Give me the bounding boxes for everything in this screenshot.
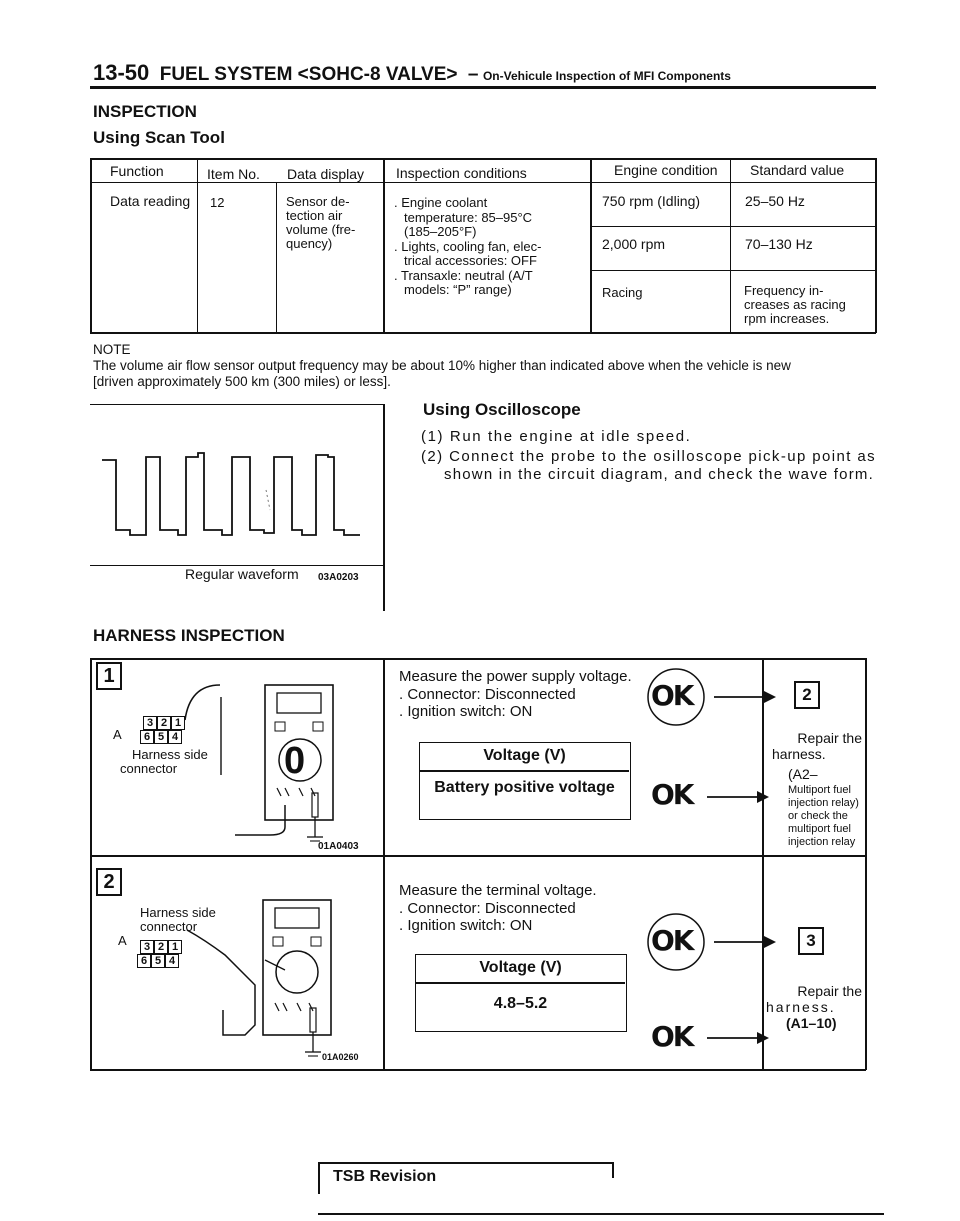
step-2-conditions: . Connector: Disconnected . Ignition swi…	[399, 900, 576, 934]
oscilloscope-heading: Using Oscilloscope	[423, 400, 581, 419]
step-1-diagram	[184, 684, 334, 842]
arrow-right-icon	[714, 936, 776, 948]
page-number: 13-50	[93, 60, 150, 85]
col-data-display: Data display	[287, 166, 365, 182]
step-1-ng-label: OK	[651, 778, 694, 811]
header-rule	[90, 86, 876, 89]
step-1-voltage-table: Voltage (V) Battery positive voltage	[419, 742, 631, 820]
oscilloscope-step-2: (2) Connect the probe to the osilloscope…	[421, 448, 877, 465]
arrow-right-icon	[707, 1032, 769, 1044]
ok-circle-icon-2	[647, 913, 705, 971]
step-1-ok-label: OK	[651, 679, 694, 712]
cell-conditions: . Engine coolant temperature: 85–95°C (1…	[394, 195, 542, 297]
step-2-voltage-table: Voltage (V) 4.8–5.2	[415, 954, 627, 1032]
col-function: Function	[110, 163, 164, 179]
cell-engine-idle: 750 rpm (Idling)	[602, 193, 701, 209]
inspection-heading: INSPECTION	[93, 102, 197, 121]
harness-side-label-1: Harness side connector	[120, 747, 208, 776]
col-item-no: Item No.	[207, 166, 260, 182]
step-2-label: 2	[96, 868, 122, 896]
ok-circle-icon-1	[647, 668, 705, 726]
step-1-label: 1	[96, 662, 122, 690]
footer-rule	[318, 1213, 884, 1215]
connector-pins-2: 3 2 1 6 5 4	[137, 940, 182, 968]
waveform-figure-code: 03A0203	[318, 572, 359, 583]
next-step-2-box: 2	[794, 681, 820, 709]
page-subtitle: On-Vehicule Inspection of MFI Components	[482, 69, 731, 83]
meter-needle-mark: 0	[284, 740, 306, 782]
tsb-box-right	[612, 1162, 614, 1178]
col-engine-condition: Engine condition	[614, 162, 718, 178]
oscilloscope-step-2-cont: shown in the circuit diagram, and check …	[444, 466, 874, 483]
cell-value-racing: Frequency in- creases as racing rpm incr…	[744, 283, 846, 326]
cell-data-display: Sensor de- tection air volume (fre- quen…	[286, 194, 356, 251]
step-1-voltage-header: Voltage (V)	[483, 747, 566, 764]
oscilloscope-step-1: (1) Run the engine at idle speed.	[421, 428, 692, 445]
cell-item-no: 12	[210, 195, 225, 210]
waveform-caption: Regular waveform	[185, 566, 299, 582]
harness-heading: HARNESS INSPECTION	[93, 626, 285, 645]
step-2-ng-action: Repair the harness. (A1–10)	[766, 983, 862, 1031]
step-2-ok-label: OK	[651, 924, 694, 957]
harness-side-label-2: Harness side connector	[140, 905, 216, 934]
cell-value-idle: 25–50 Hz	[745, 193, 805, 209]
tsb-revision-label: TSB Revision	[333, 1168, 437, 1185]
arrow-right-icon	[714, 691, 776, 703]
step-2-voltage-header: Voltage (V)	[479, 959, 562, 976]
step-1-instruction: Measure the power supply voltage.	[399, 668, 632, 685]
step-1-voltage-value: Battery positive voltage	[434, 779, 615, 796]
note-text: The volume air flow sensor output freque…	[93, 358, 791, 389]
col-standard-value: Standard value	[750, 162, 845, 178]
step-2-ng-label: OK	[651, 1020, 694, 1053]
step-1-conditions: . Connector: Disconnected . Ignition swi…	[399, 686, 576, 720]
page-title: FUEL SYSTEM <SOHC-8 VALVE>	[159, 64, 458, 85]
connector-pins-1: 3 2 1 6 5 4	[140, 716, 185, 744]
cell-engine-2000: 2,000 rpm	[602, 236, 666, 252]
connector-ref-1: A	[113, 727, 122, 742]
step-1-ng-action: Repair the harness. (A2– Multiport fuel …	[772, 730, 862, 848]
waveform-diagram	[102, 452, 360, 536]
step-2-voltage-value: 4.8–5.2	[493, 995, 548, 1012]
connector-ref-2: A	[118, 933, 127, 948]
step-2-instruction: Measure the terminal voltage.	[399, 882, 597, 899]
note-label: NOTE	[93, 342, 131, 357]
page-header: 13-50 FUEL SYSTEM <SOHC-8 VALVE> – On-Ve…	[93, 60, 731, 86]
arrow-right-icon	[707, 791, 769, 803]
cell-function: Data reading	[110, 193, 191, 209]
step-2-figure-code: 01A0260	[322, 1052, 359, 1062]
tsb-box-top	[318, 1162, 614, 1164]
col-inspection-conditions: Inspection conditions	[396, 165, 527, 181]
tsb-box-left	[318, 1162, 320, 1194]
step-2-diagram	[186, 899, 332, 1057]
step-1-figure-code: 01A0403	[318, 841, 359, 852]
header-dash: –	[467, 64, 479, 85]
cell-engine-racing: Racing	[602, 285, 643, 300]
next-step-3-box: 3	[798, 927, 824, 955]
cell-value-2000: 70–130 Hz	[745, 236, 813, 252]
scan-tool-heading: Using Scan Tool	[93, 128, 225, 147]
